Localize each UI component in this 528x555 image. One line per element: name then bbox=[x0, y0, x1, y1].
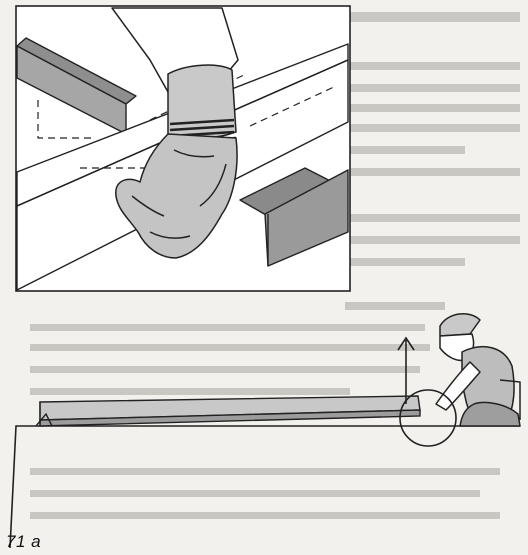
detail-highlight-circle bbox=[400, 390, 456, 446]
floor-outline bbox=[10, 426, 520, 548]
floor-board bbox=[40, 396, 420, 426]
figure-caption: 71 a bbox=[6, 532, 41, 552]
lift-arrow-icon bbox=[398, 338, 414, 404]
kneeling-worker bbox=[436, 314, 520, 426]
